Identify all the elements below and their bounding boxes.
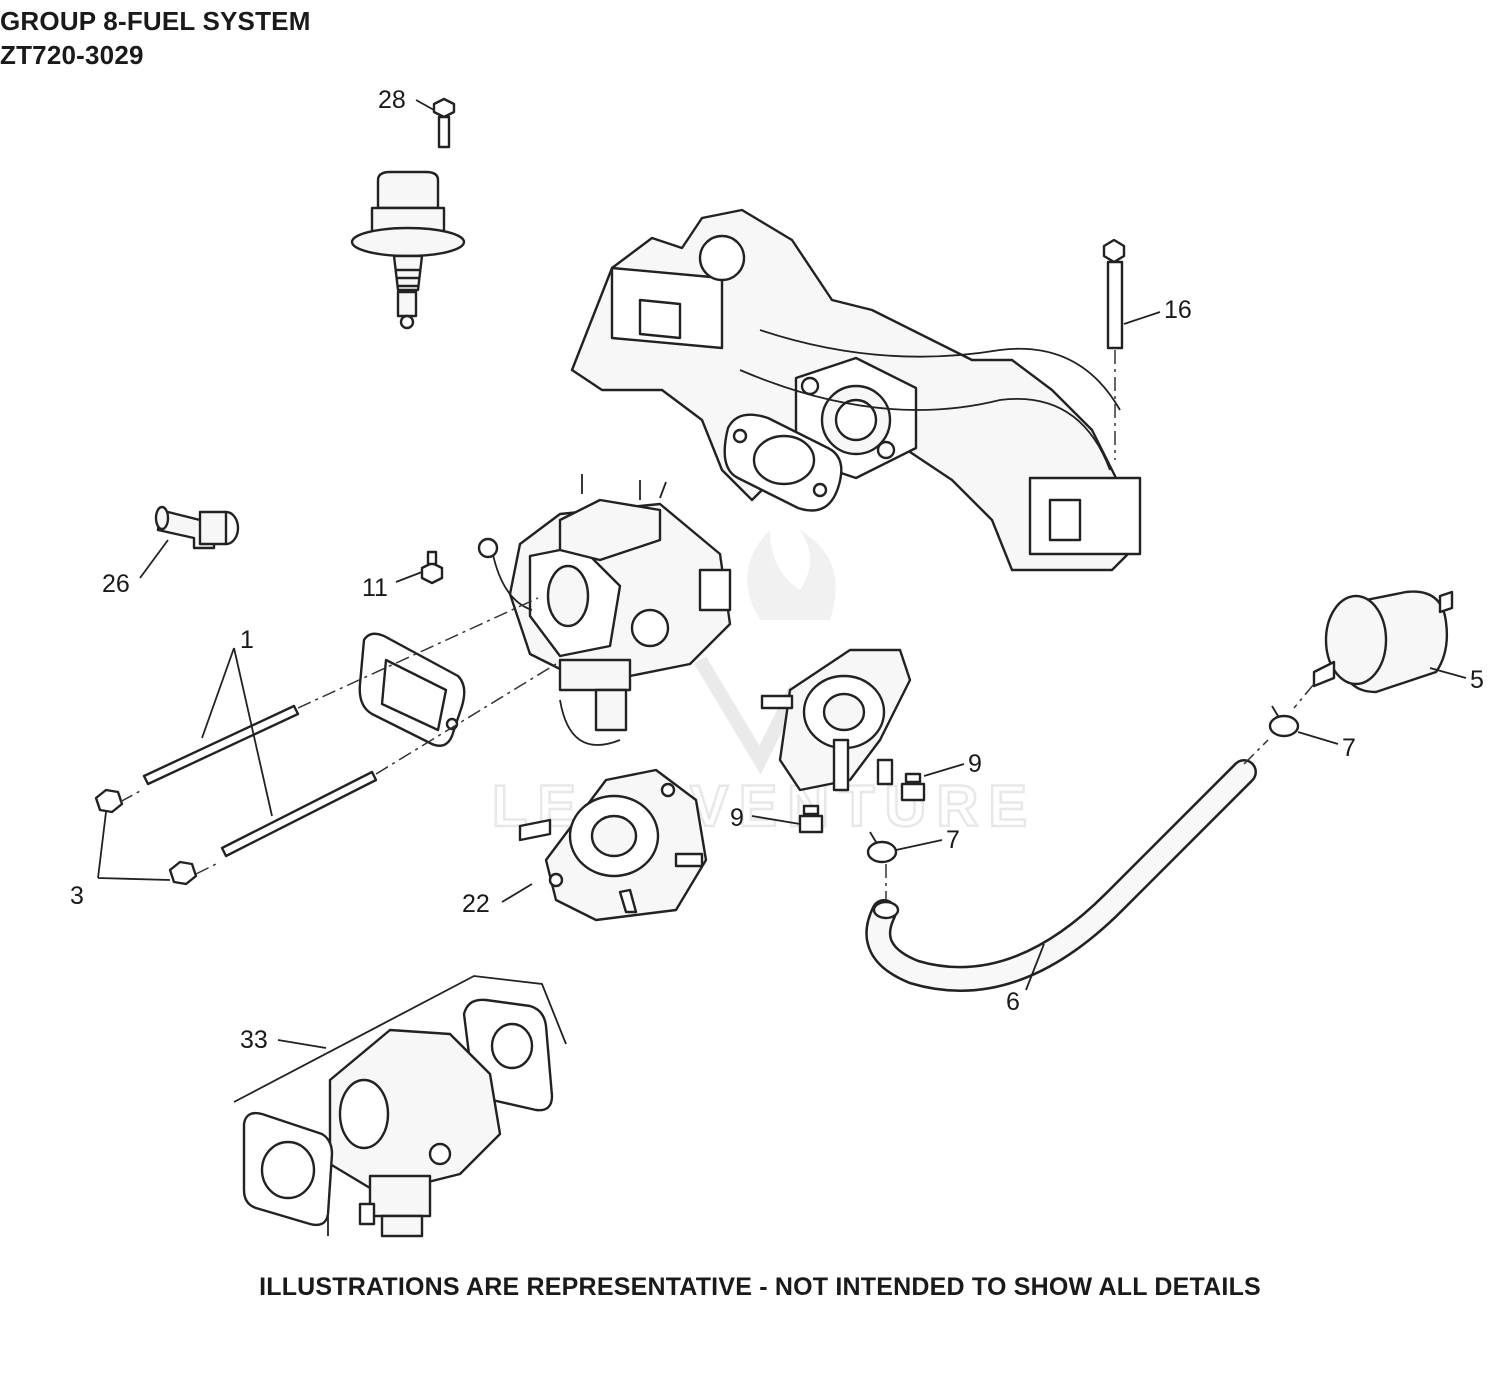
idle-air-control-valve[interactable] xyxy=(350,170,466,330)
callout-22: 22 xyxy=(462,890,490,918)
part-9-bolts[interactable] xyxy=(798,772,926,834)
part-1-tubes[interactable] xyxy=(142,597,557,858)
part-7-clamps[interactable] xyxy=(866,705,1300,864)
callout-labels: 28 16 26 11 1 5 7 9 9 7 3 22 6 33 xyxy=(70,86,1484,1054)
disclaimer-footer: ILLUSTRATIONS ARE REPRESENTATIVE - NOT I… xyxy=(259,1273,1261,1301)
leader-lines xyxy=(97,99,1467,1049)
part-16-long-bolt[interactable] xyxy=(1102,238,1126,460)
carburetor[interactable] xyxy=(477,474,732,746)
carburetor-gasket[interactable] xyxy=(358,632,466,747)
part-33-carburetor-kit[interactable] xyxy=(233,975,567,1238)
fuel-pump-bracket[interactable] xyxy=(760,648,912,792)
model-number: ZT720-3029 xyxy=(0,40,144,70)
callout-6: 6 xyxy=(1006,988,1020,1016)
callout-26: 26 xyxy=(102,570,130,598)
callout-9-left: 9 xyxy=(730,804,744,832)
part-5-fuel-filter[interactable] xyxy=(1293,590,1454,709)
callout-3: 3 xyxy=(70,882,84,910)
part-22-fuel-pump[interactable] xyxy=(518,768,708,922)
callout-11: 11 xyxy=(362,574,388,602)
callout-9-right: 9 xyxy=(968,750,982,778)
part-26-elbow-fitting[interactable] xyxy=(154,505,240,550)
callout-28: 28 xyxy=(378,86,406,114)
intake-gasket[interactable] xyxy=(723,413,843,512)
intake-manifold[interactable] xyxy=(570,208,1142,572)
callout-5: 5 xyxy=(1470,666,1484,694)
part-28-bolt[interactable] xyxy=(432,97,456,149)
part-11-screw[interactable] xyxy=(420,550,444,585)
callout-16: 16 xyxy=(1164,296,1192,324)
callout-33: 33 xyxy=(240,1026,268,1054)
part-3-nuts[interactable] xyxy=(94,788,221,886)
page-title: GROUP 8-FUEL SYSTEM xyxy=(0,6,311,36)
callout-1: 1 xyxy=(240,626,254,654)
callout-7-right: 7 xyxy=(1342,734,1356,762)
callout-7-center: 7 xyxy=(946,826,960,854)
